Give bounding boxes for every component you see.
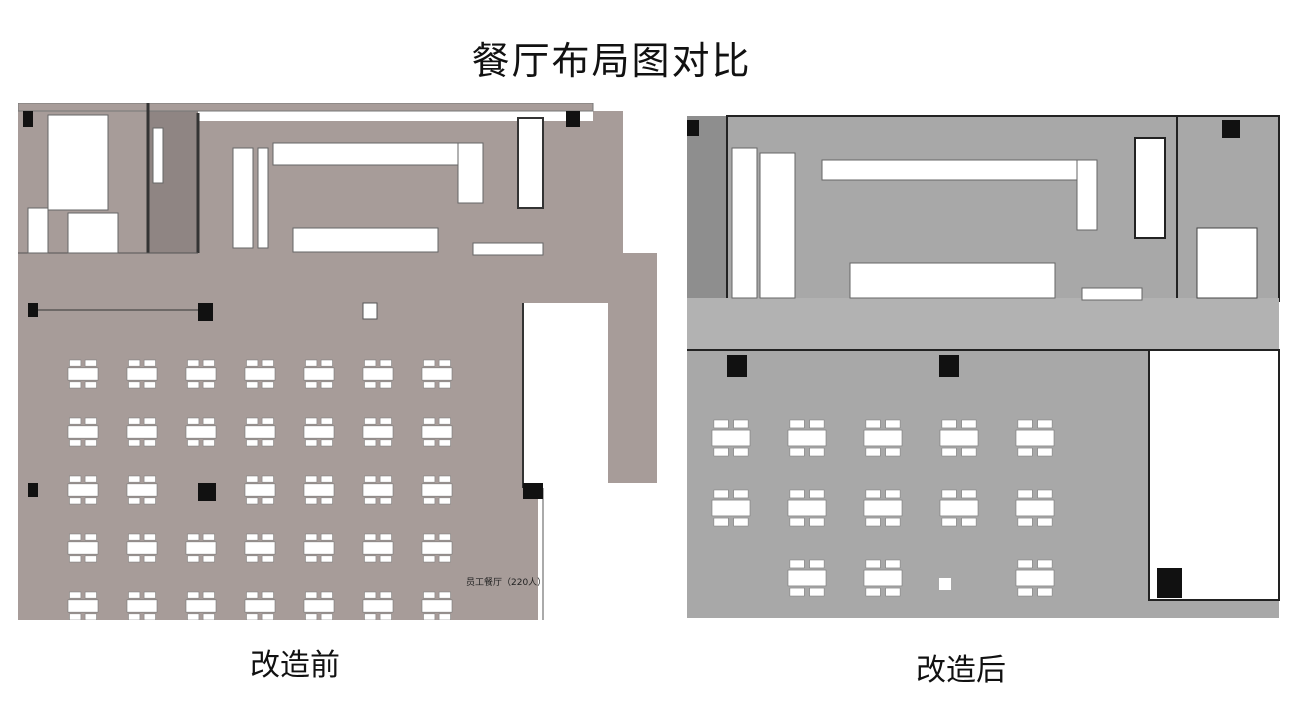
dining-table-set xyxy=(126,359,158,389)
serving-counter xyxy=(292,227,439,253)
side-kitchen-area xyxy=(1148,349,1280,601)
side-kitchen-area xyxy=(523,303,608,488)
dining-table-set xyxy=(67,417,99,447)
dining-table-set xyxy=(185,359,217,389)
dining-table-set xyxy=(1015,489,1055,527)
dining-table-set xyxy=(244,359,276,389)
dining-table-set xyxy=(185,591,217,620)
dining-table-set xyxy=(421,591,453,620)
caption-before: 改造前 xyxy=(250,648,340,683)
dining-table-set xyxy=(1015,559,1055,597)
dining-table-set xyxy=(421,417,453,447)
dining-table-set xyxy=(67,475,99,505)
dining-table-set xyxy=(67,533,99,563)
floor-plan-after xyxy=(657,98,1285,638)
dining-table-set xyxy=(303,417,335,447)
dining-table-set xyxy=(787,489,827,527)
dining-table-set xyxy=(421,359,453,389)
dining-table-set xyxy=(244,591,276,620)
dining-table-set xyxy=(244,533,276,563)
dining-table-set xyxy=(303,359,335,389)
serving-counter xyxy=(849,262,1056,299)
dining-room-label: 员工餐厅（220人） xyxy=(466,576,546,588)
dining-table-set xyxy=(185,417,217,447)
dining-table-set xyxy=(711,419,751,457)
dining-table-set xyxy=(863,559,903,597)
dining-table-set xyxy=(1015,419,1055,457)
dining-table-set xyxy=(303,475,335,505)
dining-table-set xyxy=(303,591,335,620)
floor-plan-before: 员工餐厅（220人） xyxy=(18,103,673,620)
dining-table-set xyxy=(421,475,453,505)
dining-table-set xyxy=(126,417,158,447)
dining-table-set xyxy=(863,489,903,527)
dining-table-set xyxy=(362,417,394,447)
dining-table-set xyxy=(244,417,276,447)
side-corridor xyxy=(687,116,729,301)
dining-table-set xyxy=(787,419,827,457)
page-title: 餐厅布局图对比 xyxy=(471,39,752,83)
dining-table-set xyxy=(421,533,453,563)
dining-table-set xyxy=(244,475,276,505)
dining-table-set xyxy=(939,489,979,527)
dining-table-set xyxy=(126,475,158,505)
caption-after: 改造后 xyxy=(916,653,1006,688)
dining-table-set xyxy=(787,559,827,597)
dining-table-set xyxy=(362,533,394,563)
dining-table-set xyxy=(362,475,394,505)
dining-table-set xyxy=(126,591,158,620)
dining-table-set xyxy=(67,359,99,389)
dining-table-set xyxy=(939,419,979,457)
dining-table-set xyxy=(185,533,217,563)
dining-table-set xyxy=(126,533,158,563)
dining-table-set xyxy=(303,533,335,563)
dining-table-set xyxy=(863,419,903,457)
dining-table-set xyxy=(711,489,751,527)
dining-table-set xyxy=(362,359,394,389)
